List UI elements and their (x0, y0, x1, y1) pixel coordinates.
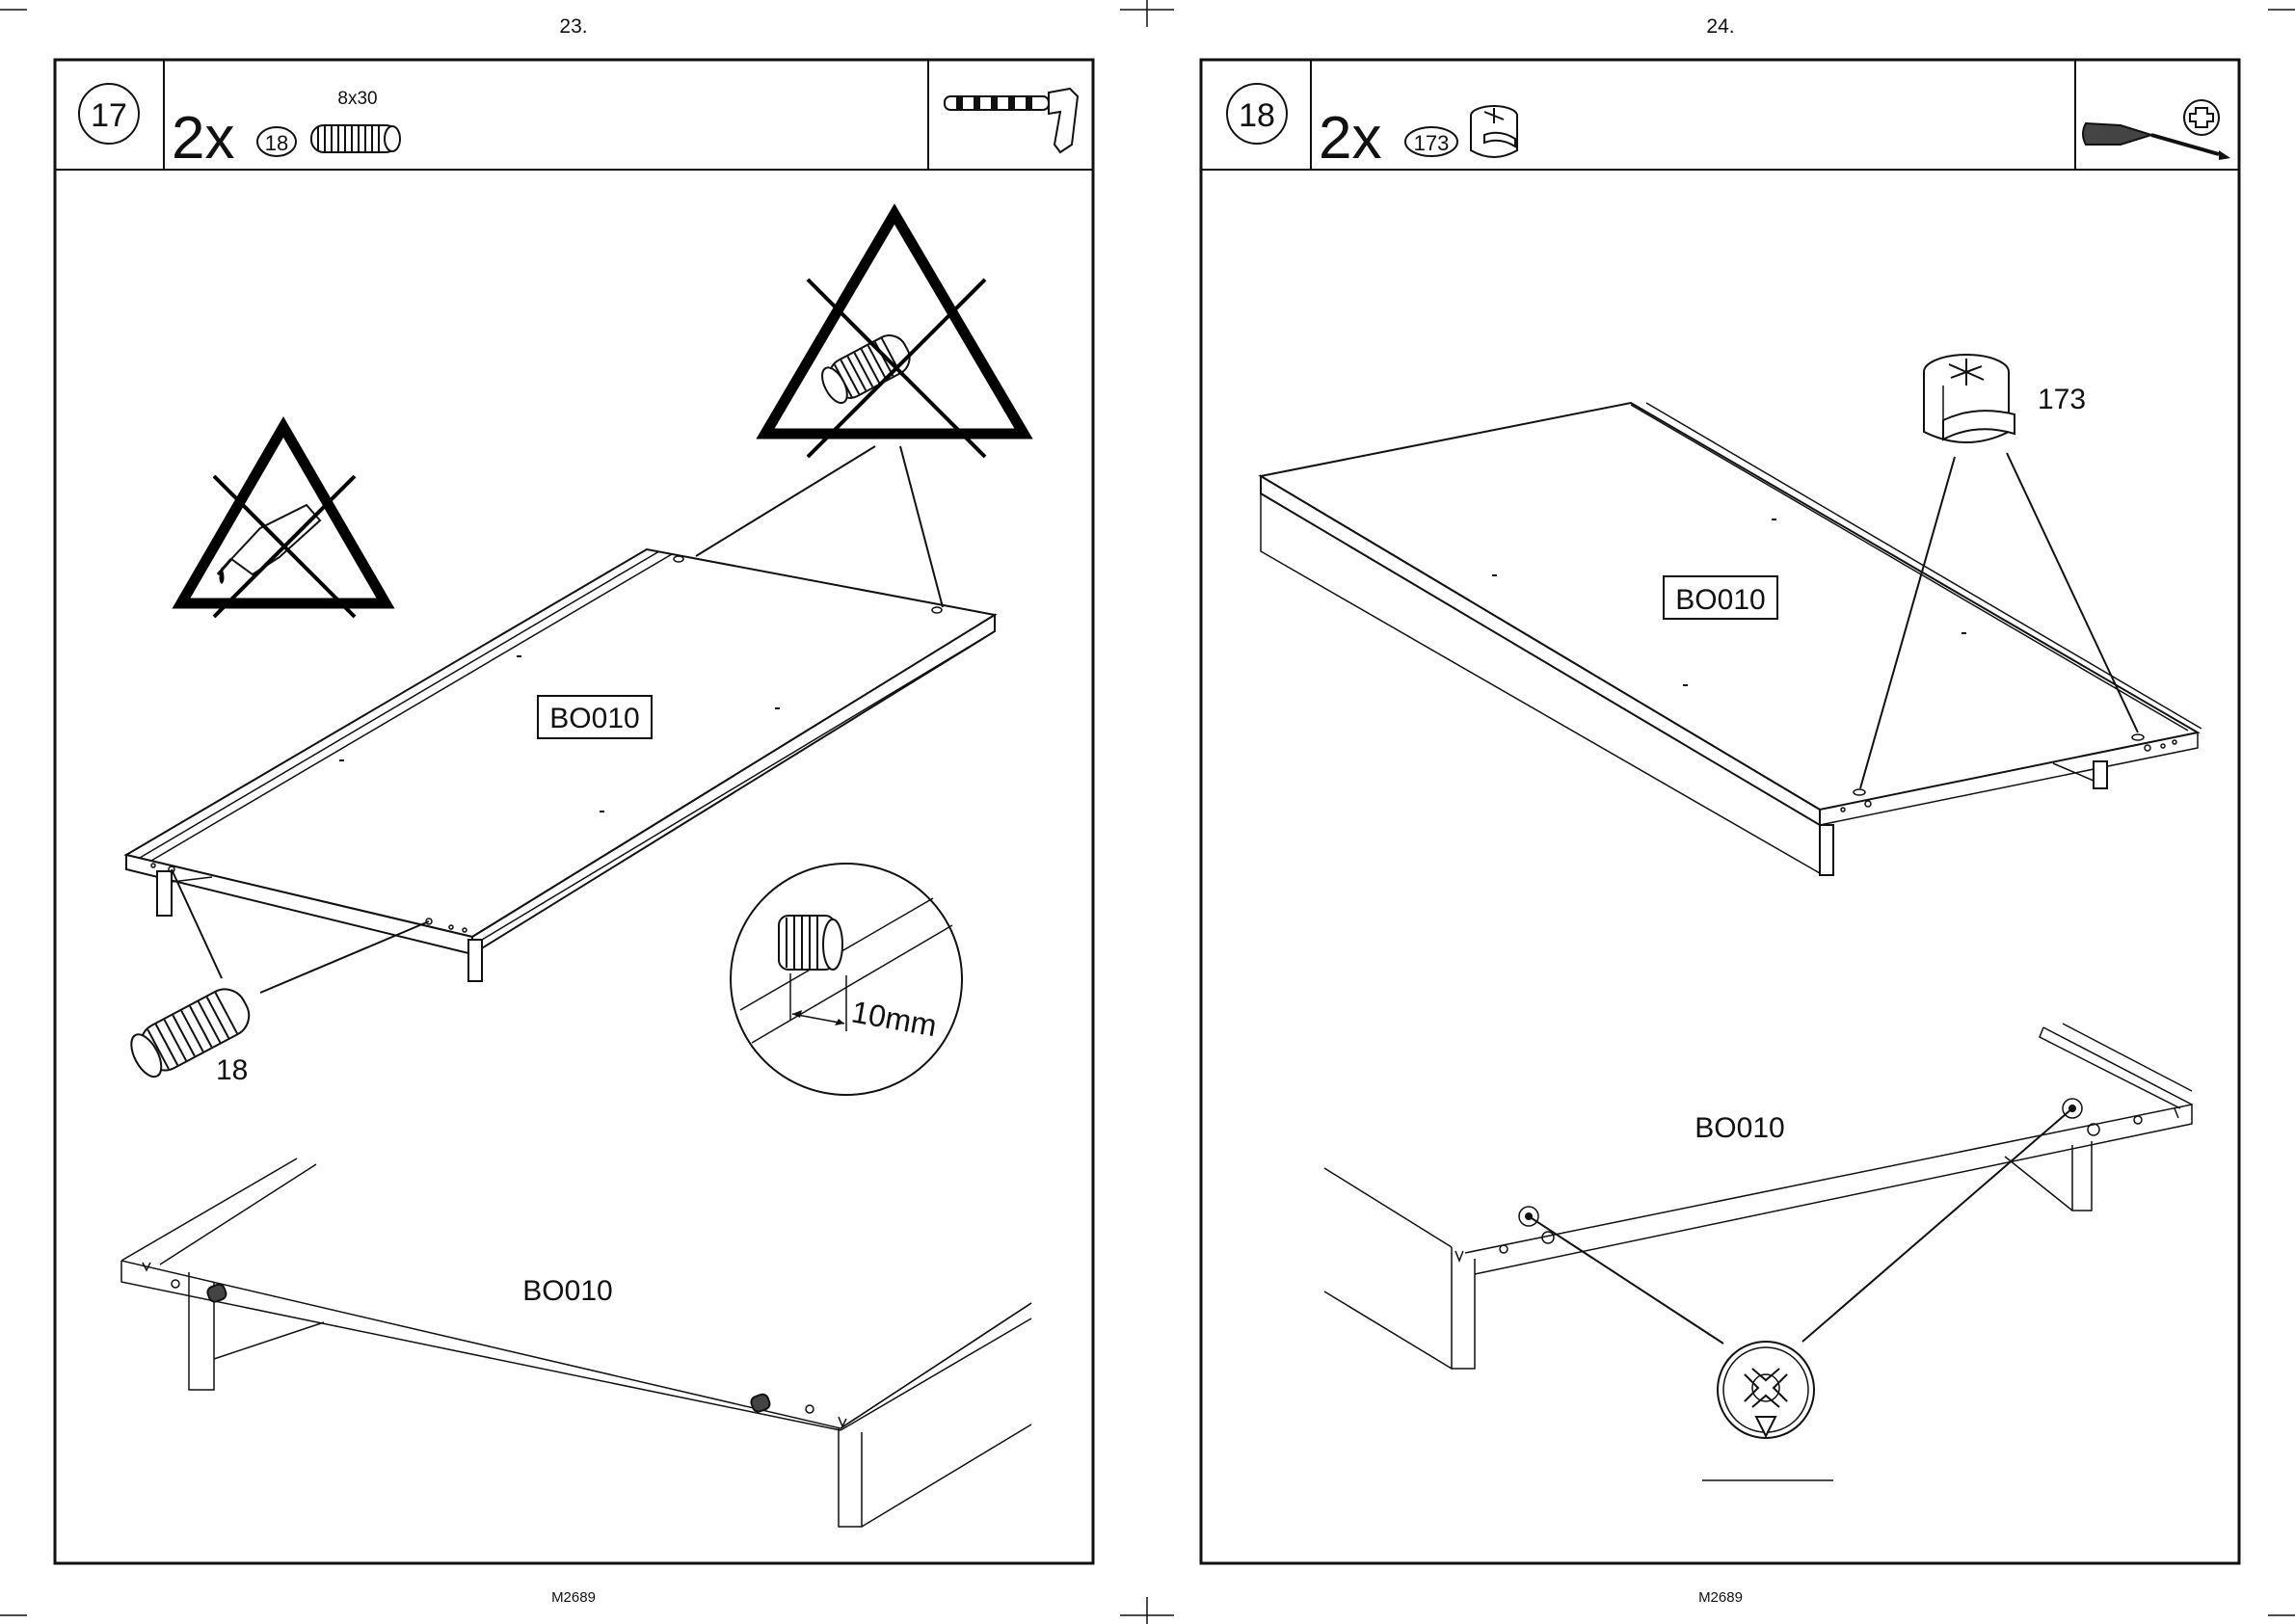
panel-edge-detail (121, 1158, 1031, 1527)
page-left: 23. M2689 17 2x 18 8x30 (55, 15, 1093, 1606)
footer-code: M2689 (1698, 1589, 1743, 1606)
depth-detail: 10mm (731, 864, 962, 1095)
panel-label: BO010 (1675, 584, 1765, 616)
page-frame (1201, 60, 2239, 1563)
dowel-part-icon (311, 125, 400, 152)
footer-code: M2689 (551, 1589, 596, 1606)
step-number: 18 (1239, 97, 1275, 134)
phillips-screwdriver-icon (2083, 100, 2230, 160)
no-glue-icon (181, 427, 386, 617)
no-dowel-icon (765, 214, 1024, 457)
panel-label: BO010 (549, 703, 639, 734)
panel-label-detail: BO010 (1695, 1112, 1784, 1144)
page-right: 24. M2689 18 2x 173 (1201, 15, 2239, 1606)
part-id: 173 (1414, 131, 1450, 155)
part-callout-number: 18 (216, 1054, 248, 1086)
panel-main (1261, 403, 2202, 875)
hammer-icon (945, 89, 1078, 152)
panel-label-detail: BO010 (522, 1275, 612, 1307)
step-number: 17 (91, 97, 127, 134)
part-id: 18 (265, 131, 288, 155)
panel-main (126, 549, 995, 981)
cam-lock-part-icon (1471, 106, 1517, 157)
quantity-label: 2x (172, 105, 234, 172)
page-number: 23. (559, 15, 587, 38)
measure-label: 10mm (849, 994, 940, 1043)
part-size: 8x30 (337, 89, 377, 109)
page-number: 24. (1706, 15, 1734, 38)
step-header: 18 2x 173 (1227, 84, 2230, 172)
panel-edge-detail (1324, 1024, 2192, 1480)
part-callout-number: 173 (2038, 384, 2086, 415)
quantity-label: 2x (1319, 105, 1381, 172)
